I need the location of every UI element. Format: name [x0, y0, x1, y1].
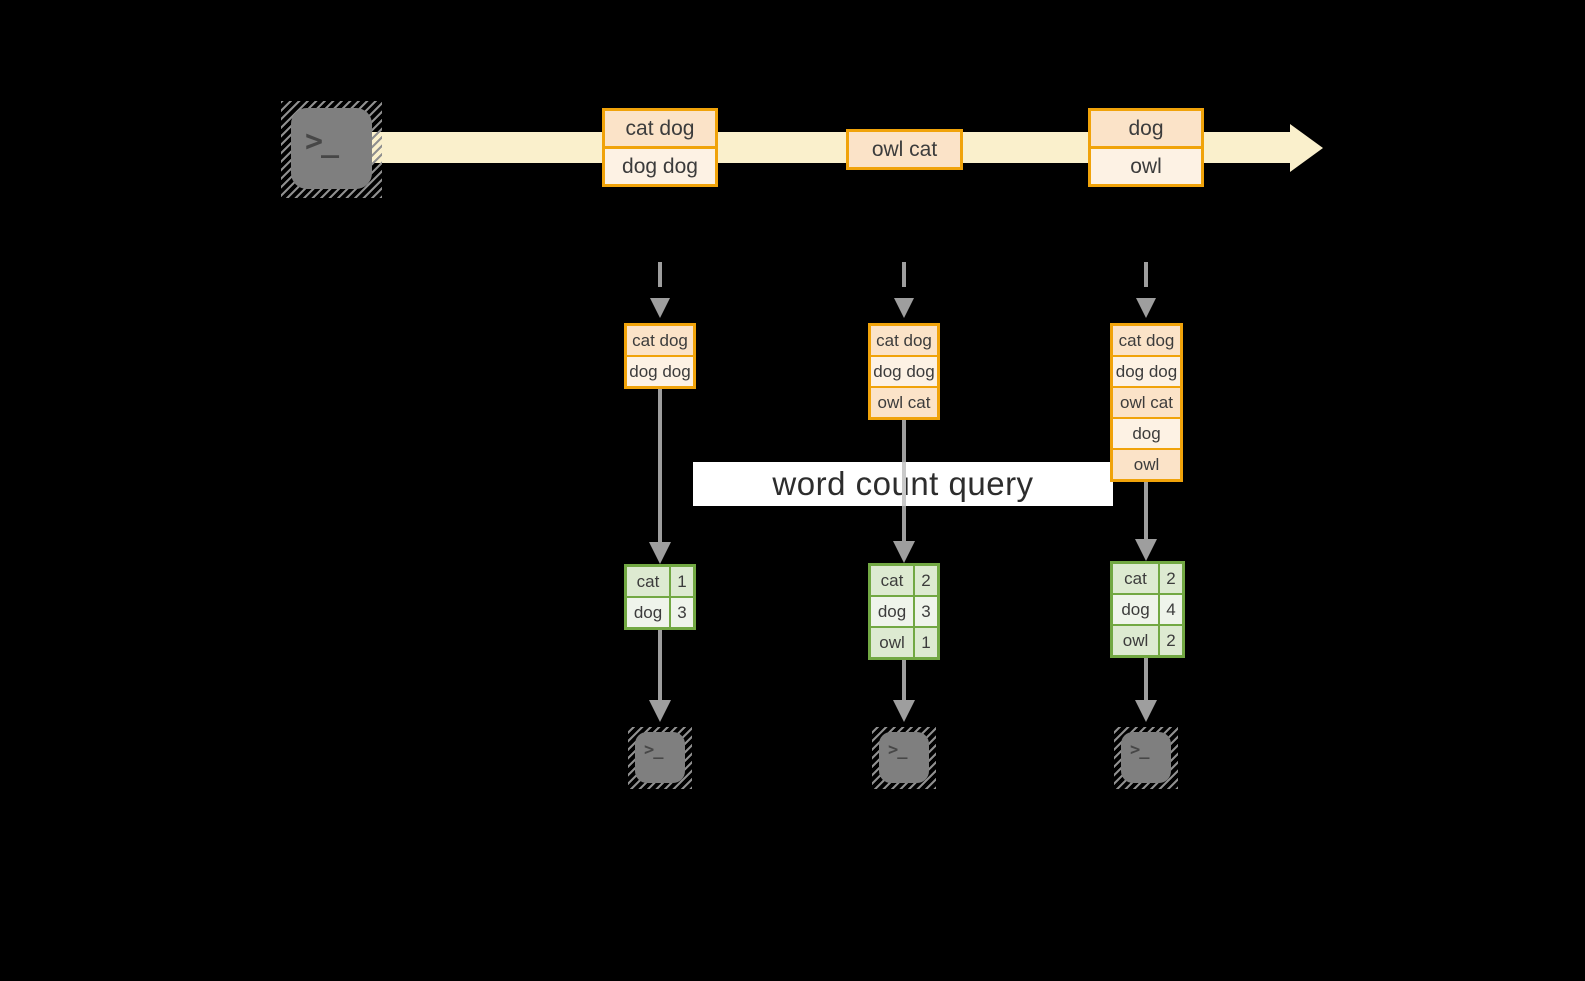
count-word: owl	[871, 628, 913, 657]
terminal-prompt-icon: >_	[644, 740, 664, 760]
terminal-body: >_	[635, 732, 685, 783]
count-word: dog	[627, 598, 669, 627]
stream-event-line: owl cat	[849, 132, 960, 167]
count-value: 3	[913, 597, 937, 626]
terminal-output-icon-3: >_	[1114, 727, 1178, 789]
arrow-down-icon	[1135, 700, 1157, 722]
terminal-prompt-icon: >_	[888, 740, 908, 760]
snapshot-line: dog	[1113, 417, 1180, 448]
count-value: 3	[669, 598, 693, 627]
arrow-down-icon	[649, 700, 671, 722]
dashed-arrow-segment	[902, 262, 906, 287]
terminal-body: >_	[879, 732, 929, 783]
count-value: 2	[913, 566, 937, 595]
stream-snapshot-2: cat dog dog dog owl cat	[868, 323, 940, 420]
count-row: cat 2	[1113, 564, 1182, 593]
dashed-arrow-segment	[1144, 262, 1148, 287]
count-table-1: cat 1 dog 3	[624, 564, 696, 630]
snapshot-line: owl cat	[1113, 386, 1180, 417]
connector-line	[1144, 658, 1148, 700]
stream-snapshot-3: cat dog dog dog owl cat dog owl	[1110, 323, 1183, 482]
stream-snapshot-1: cat dog dog dog	[624, 323, 696, 389]
connector-line-over-banner	[902, 462, 906, 506]
count-value: 4	[1158, 595, 1182, 624]
count-row: dog 4	[1113, 593, 1182, 624]
terminal-prompt-icon: >_	[305, 124, 339, 159]
count-row: cat 1	[627, 567, 693, 596]
terminal-body: >_	[1121, 732, 1171, 783]
connector-line	[658, 630, 662, 700]
snapshot-line: cat dog	[1113, 326, 1180, 355]
terminal-output-icon-1: >_	[628, 727, 692, 789]
count-word: cat	[1113, 564, 1158, 593]
stream-event-line: dog dog	[605, 146, 715, 184]
stream-event-2: owl cat	[846, 129, 963, 170]
count-value: 2	[1158, 564, 1182, 593]
stream-arrowhead-icon	[1290, 124, 1323, 172]
arrow-down-icon	[649, 542, 671, 564]
snapshot-line: cat dog	[871, 326, 937, 355]
count-row: dog 3	[871, 595, 937, 626]
arrow-down-icon	[893, 541, 915, 563]
arrow-down-icon	[1135, 539, 1157, 561]
count-row: owl 1	[871, 626, 937, 657]
snapshot-line: cat dog	[627, 326, 693, 355]
count-word: dog	[871, 597, 913, 626]
stream-event-1: cat dog dog dog	[602, 108, 718, 187]
count-word: cat	[627, 567, 669, 596]
stream-event-line: dog	[1091, 111, 1201, 146]
connector-line	[1144, 482, 1148, 539]
terminal-body: >_	[291, 108, 372, 189]
arrow-down-icon	[894, 298, 914, 318]
terminal-source-icon: >_	[281, 101, 382, 198]
count-value: 1	[913, 628, 937, 657]
arrow-down-icon	[650, 298, 670, 318]
count-word: owl	[1113, 626, 1158, 655]
stream-event-3: dog owl	[1088, 108, 1204, 187]
count-row: cat 2	[871, 566, 937, 595]
terminal-prompt-icon: >_	[1130, 740, 1150, 760]
connector-line	[658, 389, 662, 542]
snapshot-line: dog dog	[1113, 355, 1180, 386]
connector-line	[902, 660, 906, 700]
dashed-arrow-segment	[658, 262, 662, 287]
snapshot-line: owl	[1113, 448, 1180, 479]
count-row: owl 2	[1113, 624, 1182, 655]
snapshot-line: dog dog	[627, 355, 693, 386]
count-table-3: cat 2 dog 4 owl 2	[1110, 561, 1185, 658]
count-word: cat	[871, 566, 913, 595]
arrow-down-icon	[893, 700, 915, 722]
arrow-down-icon	[1136, 298, 1156, 318]
stream-event-line: cat dog	[605, 111, 715, 146]
snapshot-line: owl cat	[871, 386, 937, 417]
terminal-output-icon-2: >_	[872, 727, 936, 789]
count-table-2: cat 2 dog 3 owl 1	[868, 563, 940, 660]
count-row: dog 3	[627, 596, 693, 627]
count-word: dog	[1113, 595, 1158, 624]
count-value: 2	[1158, 626, 1182, 655]
count-value: 1	[669, 567, 693, 596]
snapshot-line: dog dog	[871, 355, 937, 386]
stream-event-line: owl	[1091, 146, 1201, 184]
